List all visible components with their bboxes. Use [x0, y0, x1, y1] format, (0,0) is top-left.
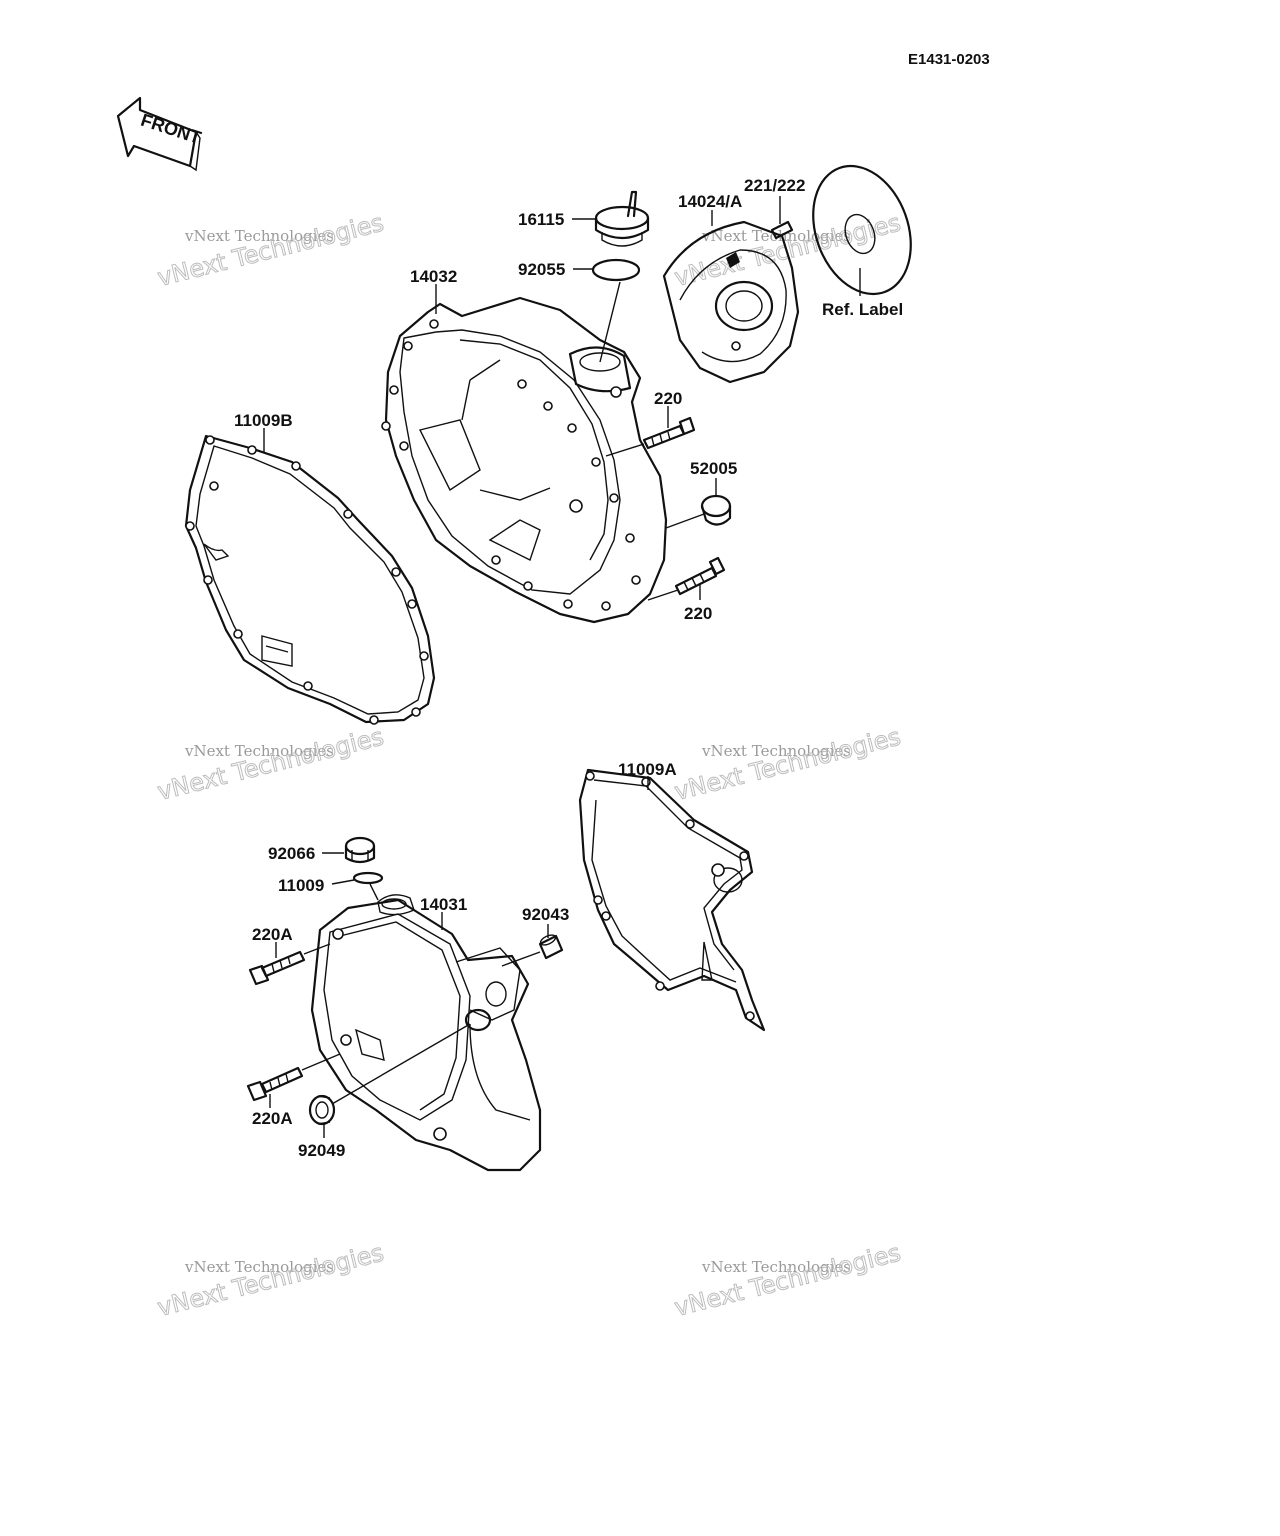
watermark: vNext Technologies vNext Technologies [154, 208, 387, 292]
label-tag-221-222 [770, 220, 794, 240]
watermark-text: vNext Technologies [701, 742, 851, 760]
label-14031: 14031 [420, 895, 467, 914]
watermark-text: vNext Technologies [155, 209, 387, 292]
label-92049: 92049 [298, 1141, 345, 1160]
ref-label-caption: Ref. Label [822, 300, 903, 319]
watermark: vNext Technologies vNext Technologies [154, 722, 387, 806]
watermark: vNext Technologies vNext Technologies [671, 1238, 904, 1322]
front-arrow-icon: FRONT [116, 96, 204, 172]
label-14024a: 14024/A [678, 192, 742, 211]
label-92055: 92055 [518, 260, 565, 279]
label-92066: 92066 [268, 844, 315, 863]
watermark-text: vNext Technologies [155, 1239, 387, 1322]
label-220-top: 220 [654, 389, 682, 408]
watermark-group: vNext Technologies vNext Technologies vN… [154, 208, 904, 1322]
watermark-text: vNext Technologies [184, 1258, 334, 1276]
label-16115: 16115 [518, 210, 564, 229]
watermark-text: vNext Technologies [672, 1239, 904, 1322]
watermark: vNext Technologies vNext Technologies [154, 1238, 387, 1322]
cover-plate-14024a [662, 220, 800, 384]
label-14032: 14032 [410, 267, 457, 286]
plug-52005 [700, 494, 732, 526]
watermark: vNext Technologies vNext Technologies [671, 722, 904, 806]
watermark-text: vNext Technologies [701, 1258, 851, 1276]
oil-seal-92049 [308, 1094, 336, 1126]
label-11009: 11009 [278, 876, 324, 895]
front-arrow-label: FRONT [138, 110, 203, 148]
clutch-cover-14032 [381, 296, 668, 624]
label-220-bottom: 220 [684, 604, 712, 623]
cover-14031 [310, 894, 542, 1172]
document-id: E1431-0203 [908, 51, 990, 68]
bolt-220-bottom [674, 556, 726, 596]
gasket-11009b [184, 434, 436, 725]
watermark-text: vNext Technologies [184, 227, 334, 245]
watermark-text: vNext Technologies [155, 723, 387, 806]
watermark-text: vNext Technologies [184, 742, 334, 760]
label-92043: 92043 [522, 905, 569, 924]
bolt-220-top [642, 416, 696, 450]
label-220a-top: 220A [252, 925, 293, 944]
label-221-222: 221/222 [744, 176, 805, 195]
o-ring-92055 [591, 258, 641, 282]
washer-11009 [352, 871, 384, 885]
gasket-11009a [578, 768, 766, 1032]
dowel-pin-92043 [538, 934, 564, 960]
filler-cap-16115 [594, 190, 650, 247]
bolt-220a-bottom [246, 1066, 304, 1102]
label-11009a: 11009A [618, 760, 677, 779]
label-52005: 52005 [690, 459, 737, 478]
plug-92066 [344, 836, 376, 864]
label-220a-bottom: 220A [252, 1109, 293, 1128]
ref-label-disc [812, 164, 912, 296]
watermark-text: vNext Technologies [672, 723, 904, 806]
bolt-220a-top [248, 950, 306, 986]
label-11009b: 11009B [234, 411, 293, 430]
